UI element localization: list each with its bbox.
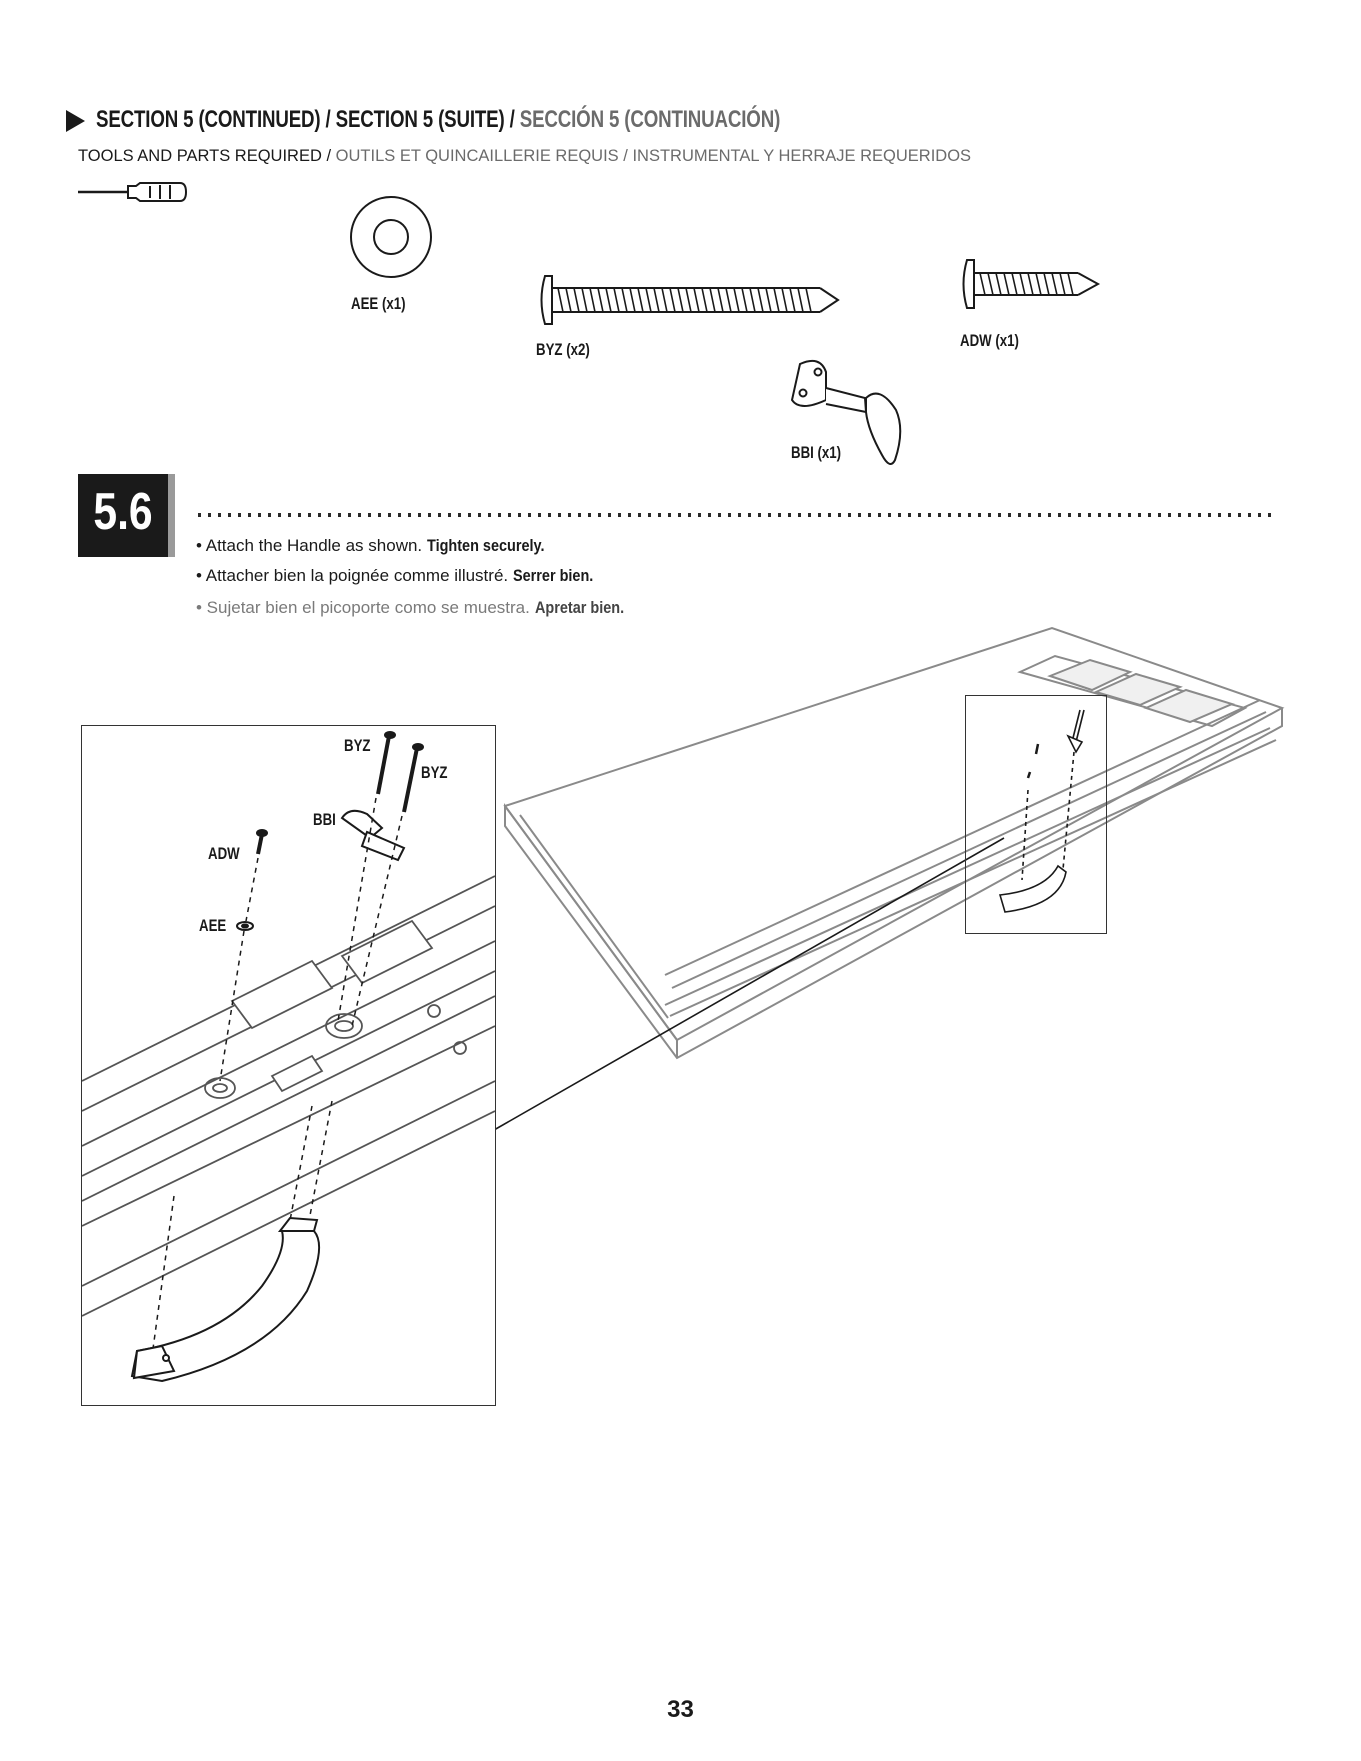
detail-label-aee: AEE	[199, 916, 227, 935]
instruction-fr-bold: Serrer bien.	[512, 566, 594, 585]
instruction-es: • Sujetar bien el picoporte como se mues…	[196, 598, 639, 618]
part-label-aee: AEE (x1)	[351, 294, 406, 313]
section-title-es: SECCIÓN 5 (CONTINUACIÓN)	[519, 106, 781, 133]
section-title-fr: SECTION 5 (SUITE) /	[335, 106, 520, 133]
tools-heading-es: INSTRUMENTAL Y HERRAJE REQUERIDOS	[632, 147, 972, 165]
instruction-en: • Attach the Handle as shown. Tighten se…	[196, 536, 565, 556]
step-number: 5.6	[93, 483, 153, 541]
detail-label-byz-1: BYZ	[344, 736, 371, 755]
dotted-divider	[198, 513, 1278, 517]
tools-heading-en: TOOLS AND PARTS REQUIRED /	[78, 147, 336, 165]
screw-byz-icon	[540, 275, 840, 325]
part-label-byz: BYZ (x2)	[536, 340, 590, 359]
detail-view: BYZ BYZ BBI ADW AEE	[81, 725, 496, 1406]
tools-parts-heading: TOOLS AND PARTS REQUIRED / OUTILS ET QUI…	[78, 147, 971, 166]
callout-box	[965, 695, 1107, 934]
detail-label-adw: ADW	[208, 844, 240, 863]
instruction-es-text: • Sujetar bien el picoporte como se mues…	[196, 598, 535, 617]
section-header: SECTION 5 (CONTINUED) / SECTION 5 (SUITE…	[66, 106, 1326, 140]
washer-aee-icon	[350, 196, 432, 278]
instruction-fr-text: • Attacher bien la poignée comme illustr…	[196, 566, 513, 585]
bracket-bbi-icon	[790, 359, 902, 465]
part-label-adw: ADW (x1)	[960, 331, 1019, 350]
instruction-es-bold: Apretar bien.	[534, 598, 624, 617]
play-arrow-icon	[66, 110, 85, 132]
section-title: SECTION 5 (CONTINUED) / SECTION 5 (SUITE…	[96, 106, 780, 134]
part-label-bbi: BBI (x1)	[791, 443, 842, 462]
handle-detail-illustration	[82, 731, 495, 1383]
detail-label-bbi: BBI	[313, 810, 336, 829]
instruction-en-text: • Attach the Handle as shown.	[196, 536, 427, 555]
parts-illustration	[78, 182, 1101, 465]
screw-adw-icon	[962, 259, 1101, 309]
page-number: 33	[667, 1696, 694, 1723]
detail-label-byz-2: BYZ	[421, 763, 448, 782]
section-title-en: SECTION 5 (CONTINUED) /	[96, 106, 336, 133]
step-number-badge: 5.6	[78, 474, 175, 557]
screwdriver-icon	[78, 182, 188, 202]
tools-heading-fr: OUTILS ET QUINCAILLERIE REQUIS /	[335, 147, 633, 165]
instruction-en-bold: Tighten securely.	[426, 536, 545, 555]
instruction-fr: • Attacher bien la poignée comme illustr…	[196, 566, 607, 586]
